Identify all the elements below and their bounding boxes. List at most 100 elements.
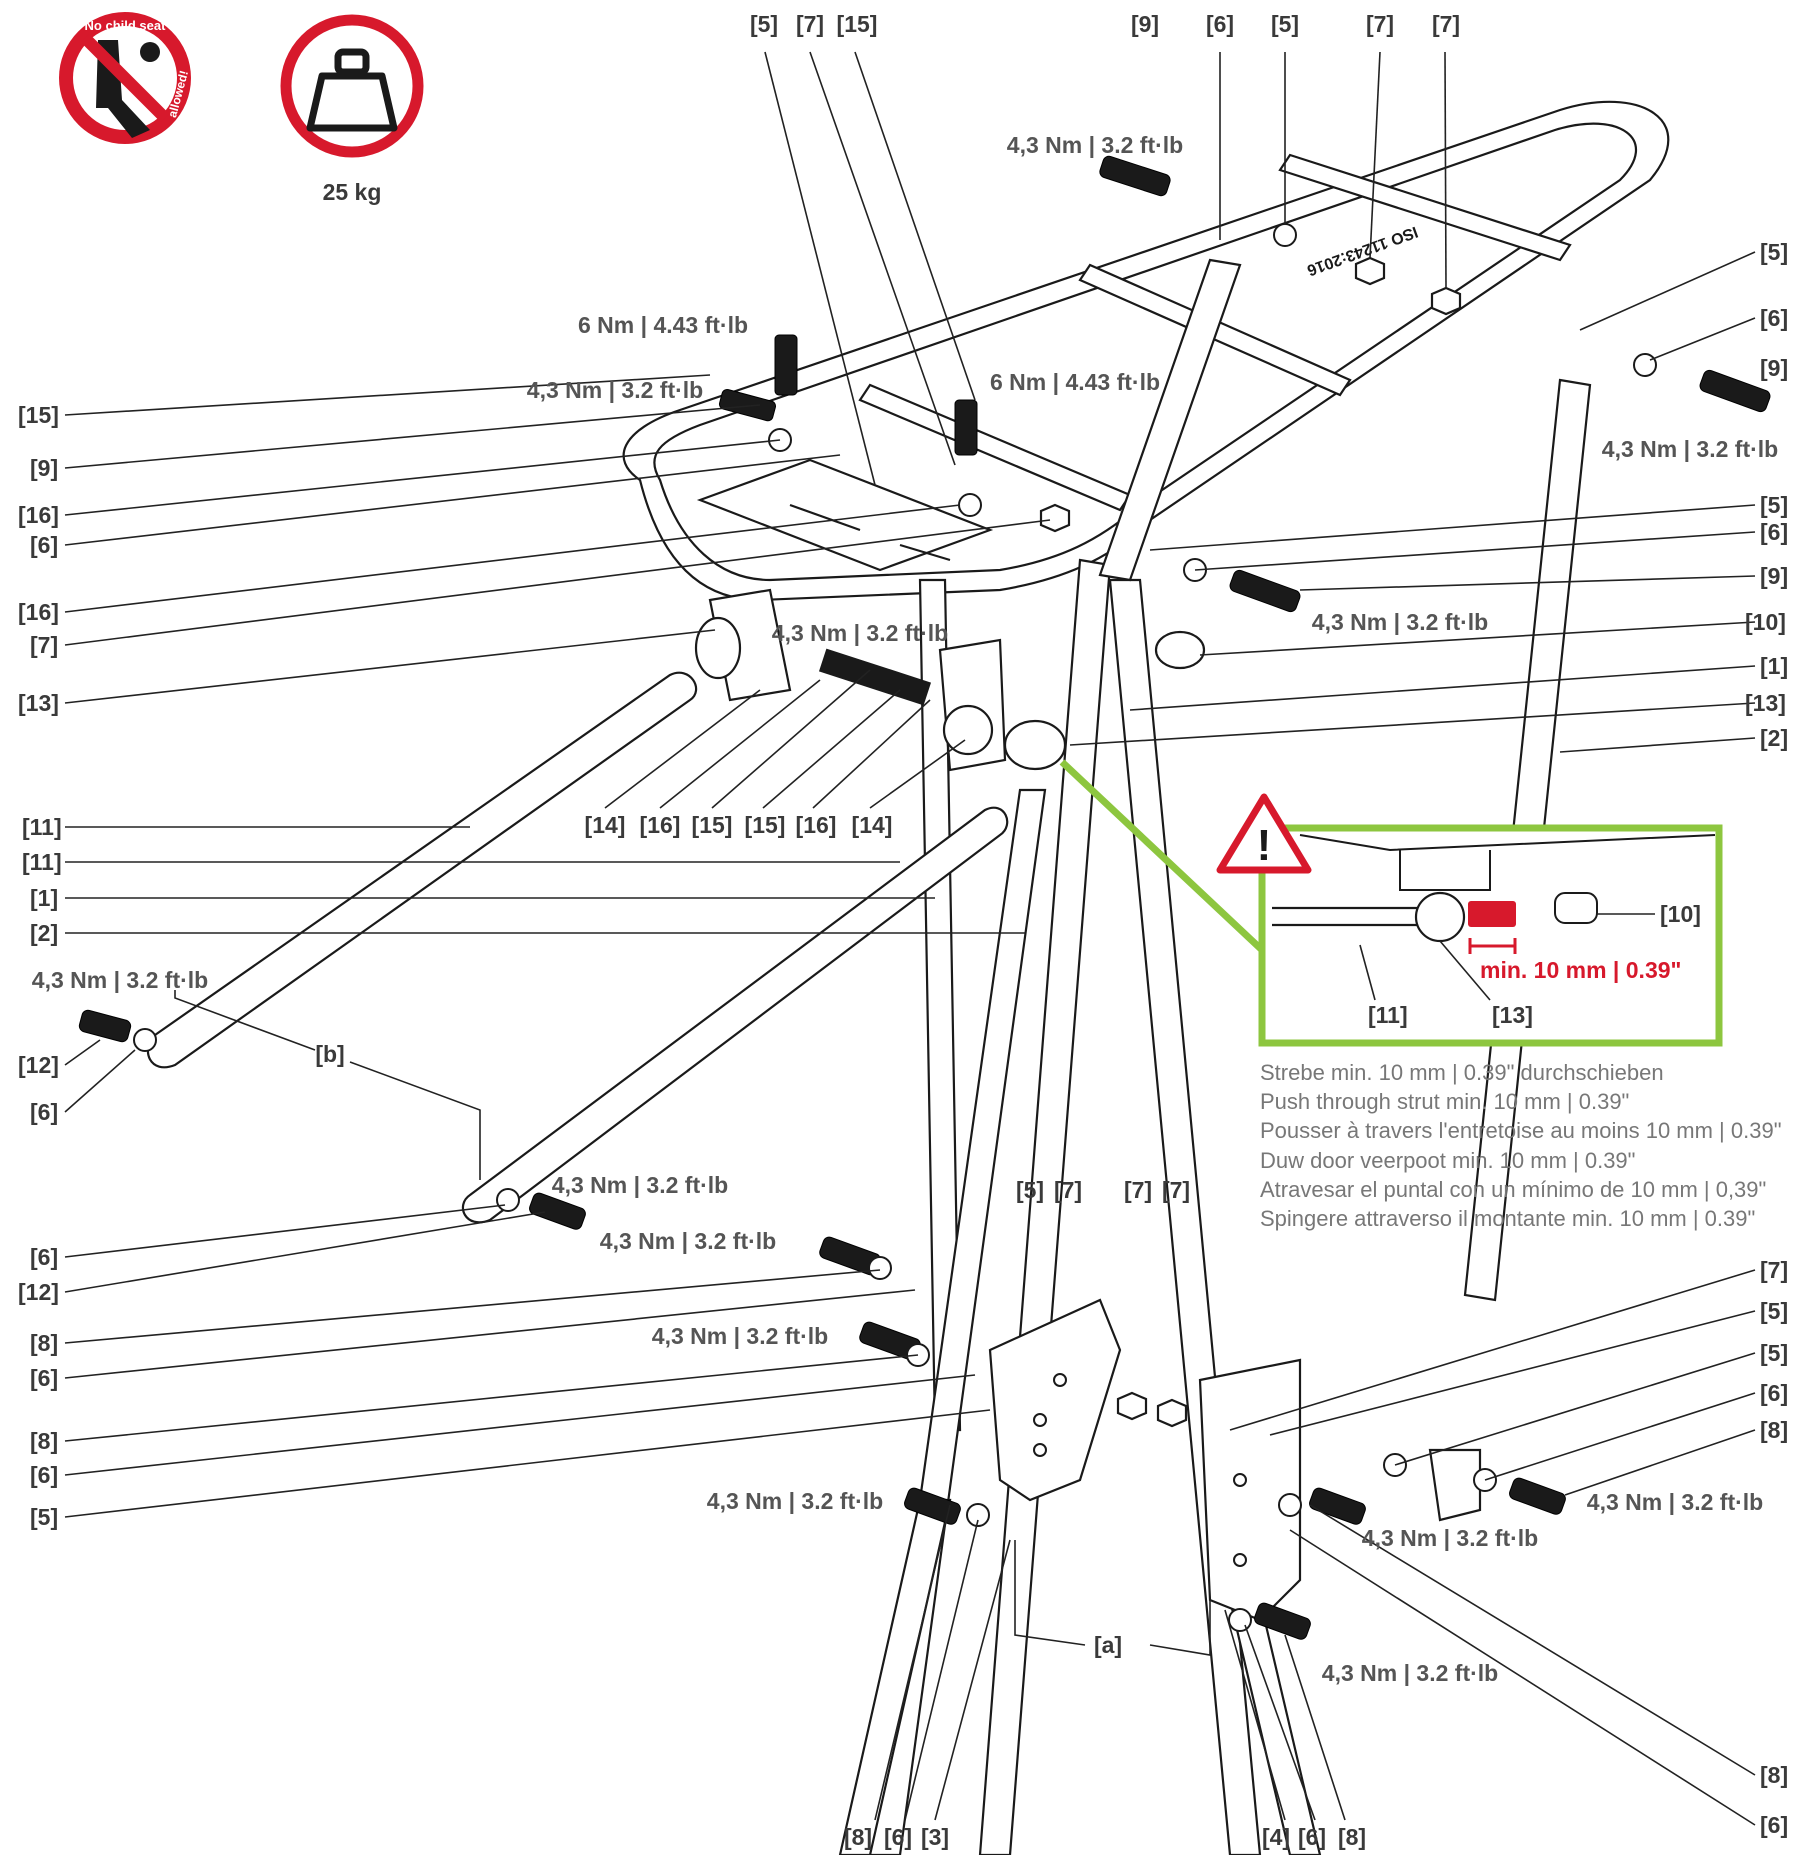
label-bottom-r1: [4] <box>1262 1824 1290 1850</box>
instruction-it: Spingere attraverso il montante min. 10 … <box>1260 1206 1755 1231</box>
label-left-14: [6] <box>30 1244 58 1270</box>
torque-label: 4,3 Nm | 3.2 ft·lb <box>32 967 208 993</box>
label-mid-3: [15] <box>692 812 733 838</box>
label-left-15: [12] <box>18 1279 59 1305</box>
label-mid-2: [16] <box>640 812 681 838</box>
label-midb-4: [7] <box>1162 1177 1190 1203</box>
torque-label: 4,3 Nm | 3.2 ft·lb <box>652 1323 828 1349</box>
measurement-text: min. 10 mm | 0.39" <box>1480 957 1681 983</box>
label-right-1: [5] <box>1760 239 1788 265</box>
torque-label: 4,3 Nm | 3.2 ft·lb <box>1362 1525 1538 1551</box>
clamps <box>694 588 1206 772</box>
instruction-fr: Pousser à travers l'entretoise au moins … <box>1260 1118 1782 1143</box>
label-top-6: [5] <box>1271 11 1299 37</box>
torque-label: 4,3 Nm | 3.2 ft·lb <box>1602 436 1778 462</box>
label-bottom-r2: [6] <box>1298 1824 1326 1850</box>
torque-labels: 4,3 Nm | 3.2 ft·lb 6 Nm | 4.43 ft·lb 4,3… <box>32 132 1778 1686</box>
torque-label: 4,3 Nm | 3.2 ft·lb <box>600 1228 776 1254</box>
label-right-7: [10] <box>1745 609 1786 635</box>
instruction-nl: Duw door veerpoot min. 10 mm | 0.39" <box>1260 1148 1635 1173</box>
label-bottom-l3: [3] <box>921 1824 949 1850</box>
label-a: [a] <box>1094 1632 1122 1658</box>
label-top-8: [7] <box>1432 11 1460 37</box>
warning-icon: ! <box>1216 793 1312 874</box>
label-mid-6: [14] <box>852 812 893 838</box>
label-top-4: [9] <box>1131 11 1159 37</box>
label-top-2: [7] <box>796 11 824 37</box>
detail-label-13: [13] <box>1492 1002 1533 1028</box>
detail-inset: [10] [11] [13] min. 10 mm | 0.39" <box>1059 759 1723 1047</box>
mount-brackets <box>988 1298 1482 1622</box>
label-right-14: [6] <box>1760 1380 1788 1406</box>
instruction-en: Push through strut min. 10 mm | 0.39" <box>1260 1089 1629 1114</box>
torque-label: 4,3 Nm | 3.2 ft·lb <box>1312 609 1488 635</box>
label-top-1: [5] <box>750 11 778 37</box>
part-labels: [5] [7] [15] [9] [6] [5] [7] [7] [15] [9… <box>18 11 1788 1850</box>
instruction-es: Atravesar el puntal con un mínimo de 10 … <box>1260 1177 1766 1202</box>
label-left-3: [16] <box>18 502 59 528</box>
instructions: Strebe min. 10 mm | 0.39" durchschieben … <box>1260 1060 1782 1231</box>
torque-label: 6 Nm | 4.43 ft·lb <box>990 369 1160 395</box>
label-right-6: [9] <box>1760 563 1788 589</box>
torque-label: 4,3 Nm | 3.2 ft·lb <box>1322 1660 1498 1686</box>
no-child-seat-icon: No child seat allowed! <box>59 12 191 144</box>
label-right-13: [5] <box>1760 1340 1788 1366</box>
label-right-4: [5] <box>1760 492 1788 518</box>
label-b: [b] <box>315 1041 344 1067</box>
torque-label: 4,3 Nm | 3.2 ft·lb <box>527 377 703 403</box>
label-top-3: [15] <box>837 11 878 37</box>
label-left-8: [11] <box>22 814 62 840</box>
detail-label-11: [11] <box>1368 1002 1408 1028</box>
label-left-18: [8] <box>30 1428 58 1454</box>
label-left-2: [9] <box>30 455 58 481</box>
label-left-20: [5] <box>30 1504 58 1530</box>
label-mid-4: [15] <box>745 812 786 838</box>
label-right-11: [7] <box>1760 1257 1788 1283</box>
max-load-value: 25 kg <box>323 179 382 205</box>
label-right-8: [1] <box>1760 653 1788 679</box>
label-right-2: [6] <box>1760 305 1788 331</box>
label-midb-2: [7] <box>1054 1177 1082 1203</box>
label-bottom-l1: [8] <box>844 1824 872 1850</box>
label-top-7: [7] <box>1366 11 1394 37</box>
torque-label: 4,3 Nm | 3.2 ft·lb <box>552 1172 728 1198</box>
torque-label: 4,3 Nm | 3.2 ft·lb <box>1587 1489 1763 1515</box>
label-left-11: [2] <box>30 920 58 946</box>
warning-mark: ! <box>1257 821 1272 870</box>
label-right-10: [2] <box>1760 725 1788 751</box>
instruction-de: Strebe min. 10 mm | 0.39" durchschieben <box>1260 1060 1664 1085</box>
torque-label: 4,3 Nm | 3.2 ft·lb <box>772 620 948 646</box>
label-left-17: [6] <box>30 1365 58 1391</box>
torque-label: 6 Nm | 4.43 ft·lb <box>578 312 748 338</box>
label-bottom-r3: [8] <box>1338 1824 1366 1850</box>
torque-label: 4,3 Nm | 3.2 ft·lb <box>707 1488 883 1514</box>
label-left-16: [8] <box>30 1330 58 1356</box>
label-left-4: [6] <box>30 532 58 558</box>
label-left-12: [12] <box>18 1052 59 1078</box>
struts <box>146 258 1592 1857</box>
rack-platform: ISO 11243:2016 <box>622 100 1670 602</box>
label-left-5: [16] <box>18 599 59 625</box>
detail-label-10: [10] <box>1660 901 1701 927</box>
label-left-10: [1] <box>30 885 58 911</box>
label-right-12: [5] <box>1760 1298 1788 1324</box>
label-left-9: [11] <box>22 849 62 875</box>
label-right-5: [6] <box>1760 519 1788 545</box>
torque-label: 4,3 Nm | 3.2 ft·lb <box>1007 132 1183 158</box>
label-left-7: [13] <box>18 690 59 716</box>
label-right-9: [13] <box>1745 690 1786 716</box>
label-top-5: [6] <box>1206 11 1234 37</box>
label-right-15: [8] <box>1760 1417 1788 1443</box>
label-midb-3: [7] <box>1124 1177 1152 1203</box>
label-mid-1: [14] <box>585 812 626 838</box>
label-bottom-l2: [6] <box>884 1824 912 1850</box>
label-left-13: [6] <box>30 1099 58 1125</box>
label-right-3: [9] <box>1760 355 1788 381</box>
no-child-seat-text: No child seat <box>85 18 167 33</box>
label-midb-1: [5] <box>1016 1177 1044 1203</box>
label-mid-5: [16] <box>796 812 837 838</box>
label-left-19: [6] <box>30 1462 58 1488</box>
leader-lines <box>64 51 1756 1826</box>
